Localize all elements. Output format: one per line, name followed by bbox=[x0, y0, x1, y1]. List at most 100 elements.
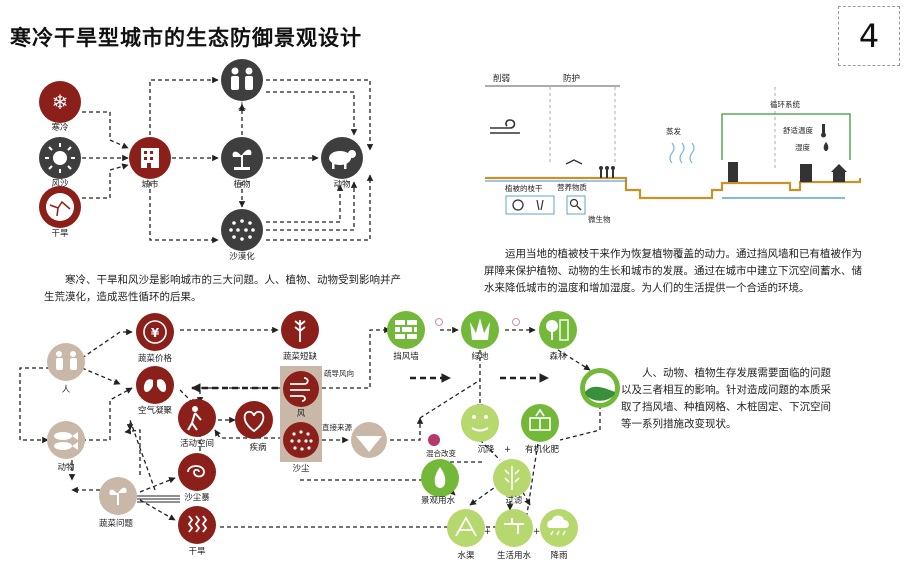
paragraph-top-right: 运用当地的植被枝干来作为恢复植物覆盖的动力。通过挡风墙和已有植被作为屏障来保护植… bbox=[484, 248, 862, 294]
node-animal: 动物 bbox=[321, 137, 363, 190]
water-drop-icon bbox=[434, 467, 446, 488]
node-b-greenland: 绿地 bbox=[461, 311, 499, 362]
paragraph-bottom: 人、动物、植物生存发展需要面临的问题以及三者相互的影响。针对造成问题的本质采取了… bbox=[621, 367, 831, 430]
node-b-veg-short: 蔬菜短缺 bbox=[281, 311, 319, 362]
sand-dots-icon bbox=[229, 219, 255, 241]
bottom-diagram-links bbox=[19, 326, 601, 528]
twig-icon bbox=[536, 199, 544, 211]
label-microbe: 微生物 bbox=[588, 214, 611, 224]
node-b-air: 空气凝聚 bbox=[136, 366, 174, 416]
node-b-filter-label: 过滤 bbox=[505, 495, 523, 506]
faucet-icon bbox=[504, 518, 524, 534]
node-people: 人 bbox=[221, 59, 263, 112]
log-icon bbox=[512, 199, 524, 211]
node-b-mix: 混合改变 bbox=[426, 434, 456, 458]
node-cold-label: 寒冷 bbox=[51, 122, 69, 133]
landscape-globe bbox=[580, 368, 620, 408]
node-b-sandstorm: 沙尘暴 bbox=[178, 453, 216, 503]
node-b-greenland-label: 绿地 bbox=[471, 351, 489, 362]
settle-dots-icon bbox=[471, 415, 489, 432]
node-b-disease-label: 疾病 bbox=[249, 442, 267, 453]
node-b-drought: 干旱 bbox=[178, 506, 216, 557]
plus-1: + bbox=[504, 445, 511, 455]
bold-arrows bbox=[191, 373, 549, 393]
canal-icon bbox=[455, 516, 477, 537]
wind-icon bbox=[490, 119, 520, 134]
label-nutrient: 营养物质 bbox=[557, 182, 587, 192]
planting-grid-icon bbox=[529, 408, 551, 431]
node-b-veg-price: ¥ 蔬菜价格 bbox=[136, 313, 174, 364]
node-b-sandstorm-label: 沙尘暴 bbox=[184, 492, 210, 503]
cycle-system-frame bbox=[721, 113, 851, 199]
node-cold: ❄ 寒冷 bbox=[39, 81, 81, 133]
node-people-label: 人 bbox=[238, 102, 247, 112]
node-b-animal: 动物 bbox=[47, 421, 85, 473]
grass-icon bbox=[470, 318, 490, 340]
label-cycle: 循环系统 bbox=[770, 99, 800, 109]
node-b-dust: 沙尘 bbox=[283, 422, 319, 474]
node-b-forest: 森林 bbox=[539, 311, 577, 362]
label-humidity: 湿度 bbox=[795, 142, 810, 152]
node-sand-label: 风沙 bbox=[51, 179, 69, 189]
rain-cloud-icon bbox=[547, 515, 569, 536]
node-b-forest-label: 森林 bbox=[549, 351, 567, 362]
node-b-windwall: 挡风墙 bbox=[387, 311, 425, 362]
label-direct-source: 直接来源 bbox=[322, 422, 352, 432]
node-b-wind: 风 bbox=[283, 371, 319, 419]
heat-waves-icon bbox=[187, 515, 208, 533]
node-desert: 沙漠化 bbox=[221, 209, 263, 262]
node-b-drought-label: 干旱 bbox=[188, 547, 206, 557]
ground-line bbox=[485, 176, 862, 200]
node-b-fertilizer-label: 有机化肥 bbox=[525, 444, 560, 455]
small-pink-markers bbox=[435, 318, 520, 326]
city-buildings-icon bbox=[728, 162, 847, 182]
swirl-icon bbox=[187, 465, 205, 478]
node-b-air-label: 空气凝聚 bbox=[138, 405, 173, 416]
seedling-icon bbox=[565, 159, 583, 165]
node-b-source-funnel bbox=[351, 422, 387, 458]
node-b-veg-problem: 蔬菜问题 bbox=[99, 477, 137, 529]
yen-icon: ¥ bbox=[151, 326, 160, 340]
sprout-icon bbox=[232, 149, 252, 170]
filter-icon bbox=[504, 466, 520, 490]
label-evap: 蒸发 bbox=[666, 126, 681, 136]
node-b-settle: 沉降 bbox=[461, 404, 499, 455]
label-weak: 削弱 bbox=[493, 73, 510, 84]
cracked-earth-icon bbox=[46, 193, 74, 221]
node-b-domestic-label: 生活用水 bbox=[497, 550, 532, 561]
page-number: 4 bbox=[838, 6, 900, 66]
funnel-icon bbox=[356, 436, 382, 452]
thermometer-icon bbox=[821, 124, 826, 138]
animal-icon bbox=[329, 150, 356, 169]
node-b-disease: 疾病 bbox=[235, 401, 273, 453]
node-b-veg-price-label: 蔬菜价格 bbox=[138, 353, 173, 364]
magnifier-icon bbox=[569, 198, 579, 208]
wind-icon bbox=[290, 377, 310, 402]
people-icon bbox=[56, 351, 77, 370]
plus-3: + bbox=[533, 527, 540, 537]
brick-wall-icon bbox=[395, 320, 417, 339]
branch-box bbox=[505, 195, 555, 215]
node-b-fertilizer: 有机化肥 bbox=[521, 404, 559, 455]
node-plant: 植物 bbox=[221, 137, 263, 190]
node-b-dust-label: 沙尘 bbox=[292, 463, 310, 474]
node-b-landscape-water: 景观用水 bbox=[421, 459, 459, 506]
node-b-mix-label: 混合改变 bbox=[426, 448, 456, 458]
page-title: 寒冷干旱型城市的生态防御景观设计 bbox=[10, 26, 362, 50]
node-b-animal-label: 动物 bbox=[57, 462, 75, 473]
node-city-label: 城市 bbox=[141, 179, 159, 190]
cross-section-diagram: 削弱 防护 循环系统 蒸发 舒适温度 湿度 bbox=[485, 73, 862, 224]
person-activity-icon bbox=[187, 406, 202, 431]
label-guide-wind: 疏导风向 bbox=[324, 368, 354, 378]
building-icon bbox=[141, 148, 159, 168]
node-b-windwall-label: 挡风墙 bbox=[393, 351, 419, 362]
node-sand: 风沙 bbox=[39, 137, 81, 189]
node-b-activity-label: 活动空间 bbox=[180, 438, 214, 449]
node-b-veg-short-label: 蔬菜短缺 bbox=[283, 351, 318, 362]
node-b-domestic: 生活用水 bbox=[495, 509, 533, 561]
node-b-veg-problem-label: 蔬菜问题 bbox=[99, 518, 134, 529]
tree-icon bbox=[546, 319, 569, 341]
node-plant-label: 植物 bbox=[233, 179, 251, 190]
